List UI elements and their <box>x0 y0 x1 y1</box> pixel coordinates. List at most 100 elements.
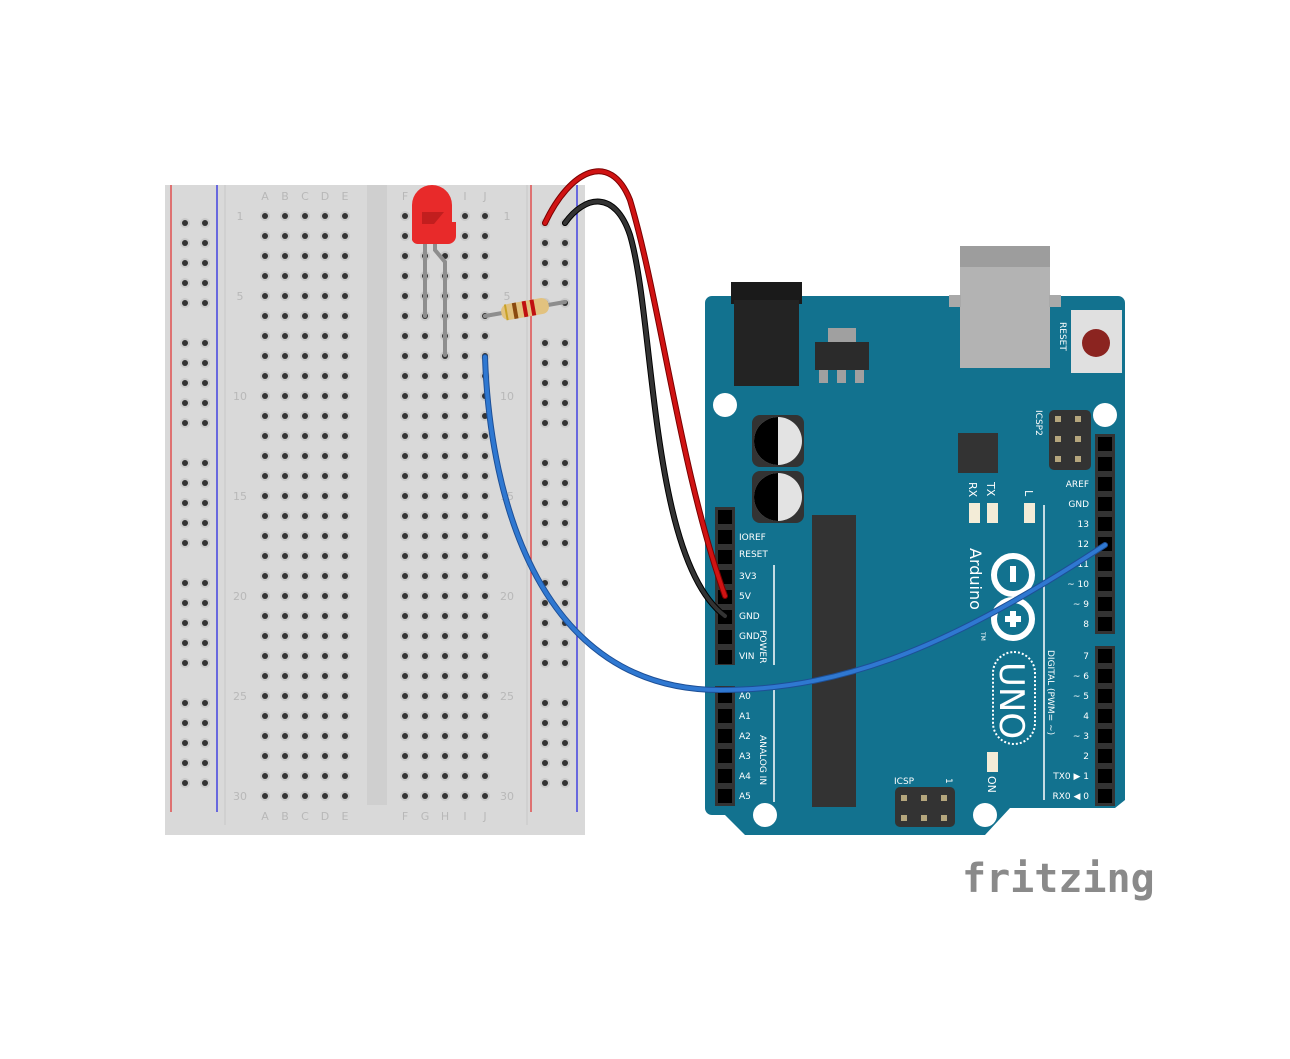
hole-contact <box>182 640 188 646</box>
header-pin[interactable] <box>718 650 732 664</box>
hole-contact <box>262 713 268 719</box>
header-pin[interactable] <box>1098 649 1112 663</box>
reset-button[interactable] <box>1082 329 1110 357</box>
hole-contact <box>262 733 268 739</box>
power-group-label: POWER <box>757 630 767 663</box>
header-pin[interactable] <box>1098 749 1112 763</box>
hole-contact <box>322 373 328 379</box>
column-label: C <box>301 190 309 203</box>
hole-contact <box>262 613 268 619</box>
header-pin[interactable] <box>1098 669 1112 683</box>
header-pin[interactable] <box>718 510 732 524</box>
hole-contact <box>402 433 408 439</box>
hole-contact <box>262 273 268 279</box>
hole-contact <box>302 673 308 679</box>
tx-led <box>987 503 998 523</box>
header-pin[interactable] <box>718 630 732 644</box>
red-wire[interactable] <box>543 169 727 598</box>
header-pin[interactable] <box>1098 577 1112 591</box>
header-pin[interactable] <box>718 709 732 723</box>
hole-contact <box>562 760 568 766</box>
hole-contact <box>202 700 208 706</box>
hole-contact <box>442 773 448 779</box>
hole-contact <box>282 233 288 239</box>
column-label: I <box>463 810 466 823</box>
hole-contact <box>282 593 288 599</box>
hole-contact <box>462 573 468 579</box>
header-pin[interactable] <box>718 749 732 763</box>
header-pin[interactable] <box>1098 709 1112 723</box>
hole-contact <box>342 413 348 419</box>
icsp-pin <box>941 815 947 821</box>
header-pin[interactable] <box>718 789 732 803</box>
icsp-label: ICSP <box>894 777 915 787</box>
header-pin[interactable] <box>1098 517 1112 531</box>
header-pin[interactable] <box>1098 729 1112 743</box>
digital-header-low <box>1095 646 1115 806</box>
red-led[interactable] <box>412 185 456 357</box>
hole-contact <box>342 473 348 479</box>
hole-contact <box>422 793 428 799</box>
hole-contact <box>342 333 348 339</box>
hole-contact <box>462 433 468 439</box>
hole-contact <box>182 240 188 246</box>
hole-contact <box>562 360 568 366</box>
hole-contact <box>302 773 308 779</box>
hole-contact <box>322 653 328 659</box>
blue-wire[interactable] <box>483 355 1107 693</box>
hole-contact <box>442 453 448 459</box>
hole-contact <box>342 693 348 699</box>
hole-contact <box>182 220 188 226</box>
hole-contact <box>562 400 568 406</box>
header-pin[interactable] <box>1098 497 1112 511</box>
header-pin[interactable] <box>1098 689 1112 703</box>
header-pin[interactable] <box>1098 557 1112 571</box>
resistor[interactable] <box>483 297 567 321</box>
analog-pin-label: A0 <box>739 692 751 702</box>
hole-contact <box>322 453 328 459</box>
hole-contact <box>202 220 208 226</box>
column-label: D <box>321 810 329 823</box>
hole-contact <box>402 413 408 419</box>
header-pin[interactable] <box>1098 457 1112 471</box>
hole-contact <box>182 700 188 706</box>
header-pin[interactable] <box>718 530 732 544</box>
header-pin[interactable] <box>1098 617 1112 631</box>
hole-contact <box>442 593 448 599</box>
hole-contact <box>542 240 548 246</box>
header-pin[interactable] <box>718 729 732 743</box>
hole-contact <box>302 533 308 539</box>
hole-contact <box>182 720 188 726</box>
header-pin[interactable] <box>1098 477 1112 491</box>
header-pin[interactable] <box>1098 437 1112 451</box>
hole-contact <box>462 613 468 619</box>
power-pin-label: VIN <box>739 652 755 662</box>
hole-contact <box>562 500 568 506</box>
header-pin[interactable] <box>1098 769 1112 783</box>
header-pin[interactable] <box>718 769 732 783</box>
hole-contact <box>262 433 268 439</box>
hole-contact <box>322 713 328 719</box>
analog-pin-label: A5 <box>739 792 751 802</box>
hole-contact <box>562 580 568 586</box>
analog-group-label: ANALOG IN <box>757 735 767 785</box>
hole-contact <box>542 520 548 526</box>
hole-contact <box>182 780 188 786</box>
hole-contact <box>302 593 308 599</box>
power-pin-label: 5V <box>739 592 752 602</box>
header-pin[interactable] <box>718 550 732 564</box>
hole-contact <box>322 293 328 299</box>
black-wire[interactable] <box>563 199 727 618</box>
hole-contact <box>322 693 328 699</box>
hole-contact <box>282 613 288 619</box>
header-pin[interactable] <box>1098 597 1112 611</box>
icsp2-header[interactable] <box>1049 410 1091 470</box>
hole-contact <box>342 493 348 499</box>
power-jack[interactable] <box>734 300 799 386</box>
icsp-header[interactable] <box>895 787 955 827</box>
hole-contact <box>542 600 548 606</box>
header-pin[interactable] <box>1098 789 1112 803</box>
hole-contact <box>182 460 188 466</box>
hole-contact <box>462 233 468 239</box>
row-number: 30 <box>233 790 247 803</box>
